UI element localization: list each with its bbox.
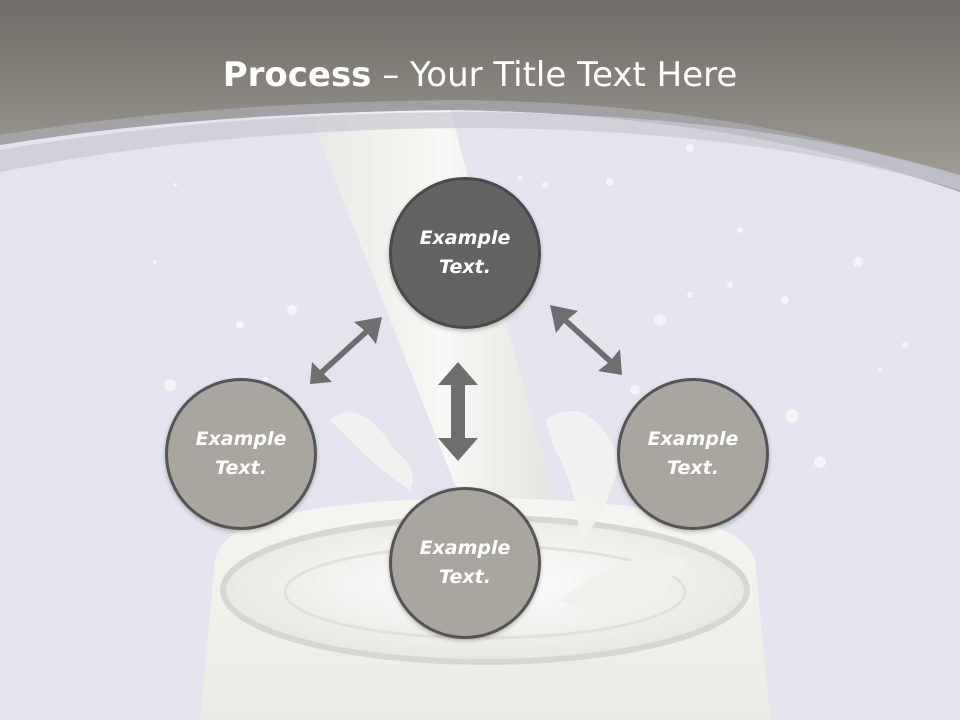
- node-right: Example Text.: [617, 378, 769, 530]
- node-left: Example Text.: [165, 378, 317, 530]
- node-left-label: Example Text.: [195, 428, 287, 479]
- node-bottom-label: Example Text.: [419, 537, 511, 588]
- title-bold: Process: [222, 55, 372, 95]
- page-title: Process – Your Title Text Here: [0, 52, 960, 98]
- title-rest: – Your Title Text Here: [371, 55, 738, 95]
- node-right-label: Example Text.: [647, 428, 739, 479]
- node-top: Example Text.: [389, 177, 541, 329]
- node-bottom: Example Text.: [389, 487, 541, 639]
- node-top-label: Example Text.: [419, 227, 511, 278]
